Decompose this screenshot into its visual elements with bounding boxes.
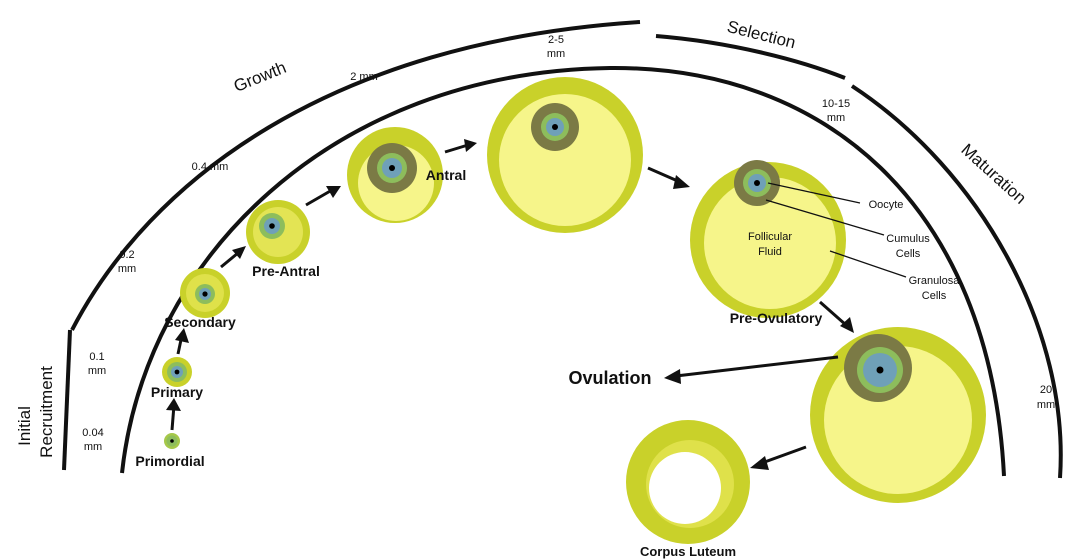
- stage-antral: Antral: [426, 167, 466, 183]
- primordial-follicle: [164, 433, 180, 449]
- stage-ovulation: Ovulation: [568, 368, 651, 388]
- label-oocyte: Oocyte: [869, 199, 904, 211]
- size-25-line1: 2-5: [548, 34, 564, 46]
- secondary-follicle: [180, 268, 230, 318]
- size-20-line1: 20: [1040, 384, 1052, 396]
- stage-secondary: Secondary: [164, 314, 236, 330]
- size-2: 2 mm: [350, 71, 378, 83]
- pre-antral-follicle: [246, 200, 310, 264]
- size-004-line1: 0.04: [82, 427, 103, 439]
- label-cumulus-line2: Cells: [896, 248, 921, 260]
- stage-pre-ovulatory: Pre-Ovulatory: [730, 310, 823, 326]
- size-25-line2: mm: [547, 48, 565, 60]
- size-1015-line1: 10-15: [822, 98, 850, 110]
- ovulating-follicle: [810, 327, 986, 503]
- phase-initial-line1: Initial: [15, 406, 34, 446]
- initial-recruitment-arc: [64, 330, 70, 470]
- stage-corpus-luteum: Corpus Luteum: [640, 544, 736, 559]
- label-follicular-fluid-line2: Fluid: [758, 246, 782, 258]
- primary-follicle: [162, 357, 192, 387]
- large-antral-follicle: [487, 77, 643, 233]
- label-follicular-fluid-line1: Follicular: [748, 231, 792, 243]
- label-granulosa-line1: Granulosa: [909, 275, 961, 287]
- size-01-line1: 0.1: [89, 351, 104, 363]
- size-004-line2: mm: [84, 441, 102, 453]
- phase-initial-line2: Recruitment: [37, 366, 56, 458]
- stage-primordial: Primordial: [135, 453, 204, 469]
- size-20-line2: mm: [1037, 399, 1055, 411]
- size-02-line1: 0.2: [119, 249, 134, 261]
- label-cumulus-line1: Cumulus: [886, 233, 930, 245]
- size-1015-line2: mm: [827, 112, 845, 124]
- size-04: 0.4 mm: [192, 161, 229, 173]
- label-granulosa-line2: Cells: [922, 290, 947, 302]
- phase-growth: Growth: [231, 58, 289, 96]
- stage-primary: Primary: [151, 384, 203, 400]
- corpus-luteum: [626, 420, 750, 544]
- stage-pre-antral: Pre-Antral: [252, 263, 320, 279]
- size-02-line2: mm: [118, 263, 136, 275]
- size-01-line2: mm: [88, 365, 106, 377]
